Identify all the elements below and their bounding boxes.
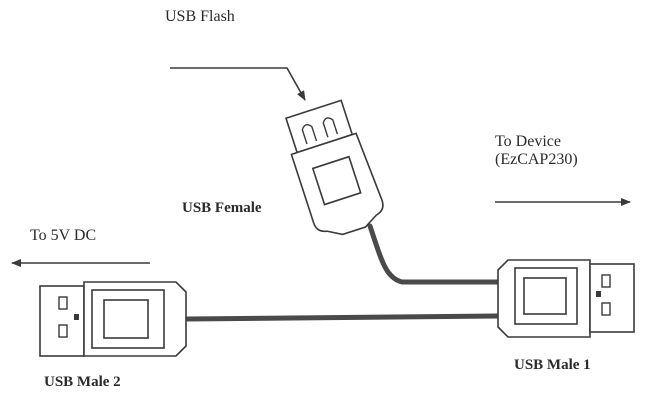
to-device-label: To Device (EzCAP230) (495, 133, 578, 170)
usb-female-label: USB Female (182, 200, 262, 216)
to-5v-dc-label: To 5V DC (30, 227, 97, 244)
usb-male-2-connector-icon (39, 281, 187, 357)
usb-male-2-label: USB Male 2 (44, 374, 121, 390)
arrow-to-usb-female-icon (170, 67, 306, 101)
usb-flash-label: USB Flash (165, 8, 235, 25)
cable-female-to-male1 (367, 223, 501, 285)
to-device-label-line1: To Device (495, 133, 561, 150)
usb-female-connector-icon (284, 99, 384, 236)
usb-male-1-label: USB Male 1 (514, 357, 591, 373)
cable-male2-to-male1 (184, 313, 501, 322)
to-device-label-line2: (EzCAP230) (495, 151, 578, 169)
usb-male-1-connector-icon (497, 259, 635, 338)
